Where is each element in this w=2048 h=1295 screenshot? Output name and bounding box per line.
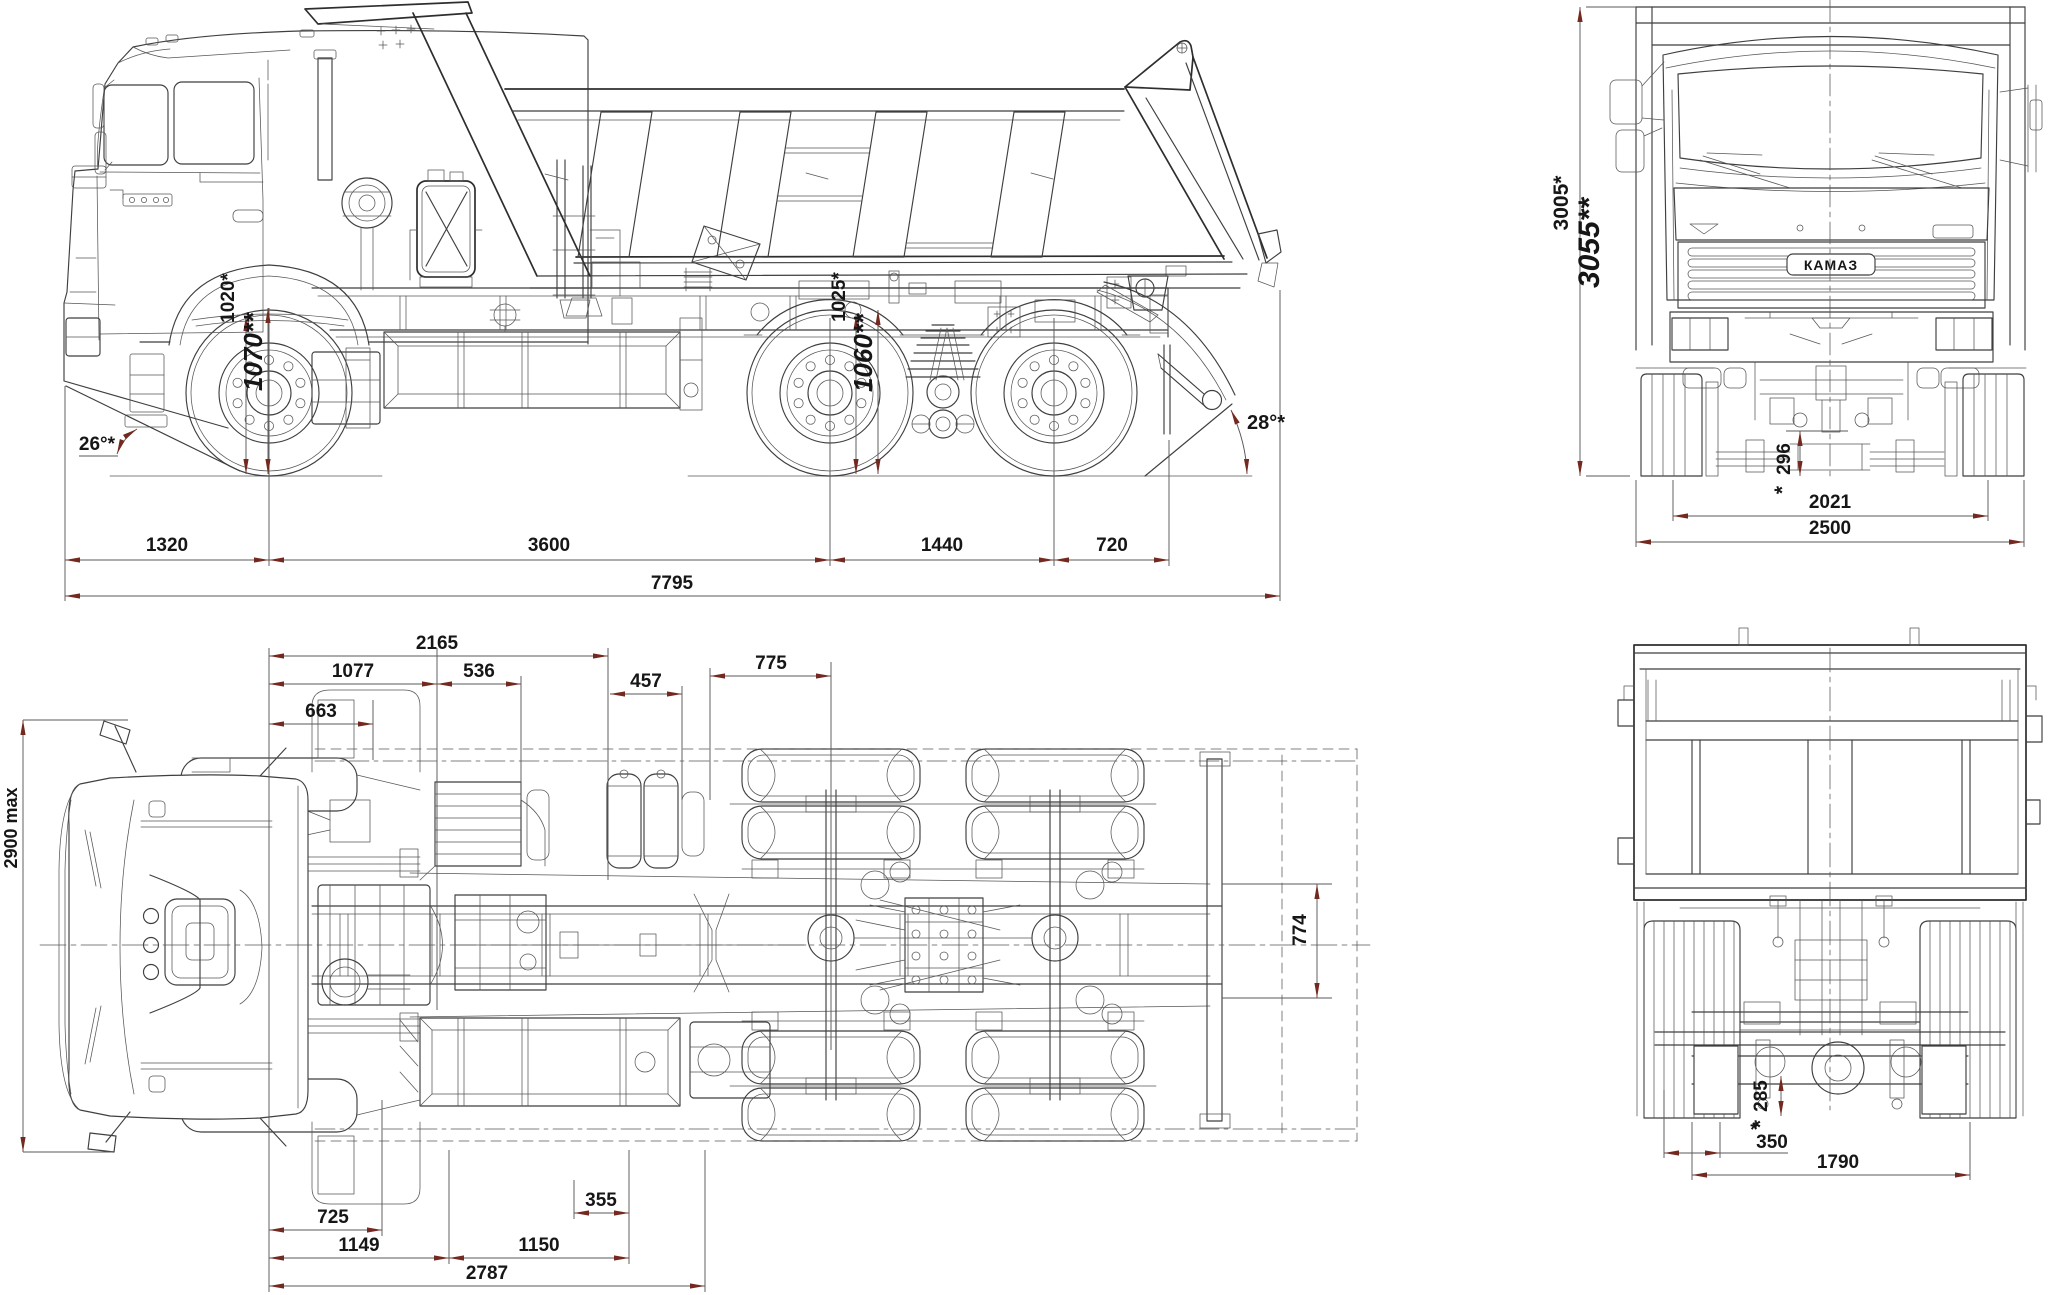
svg-text:1025*: 1025*: [829, 272, 850, 322]
svg-text:*: *: [1750, 1120, 1758, 1141]
svg-text:2500: 2500: [1809, 518, 1851, 539]
svg-text:1060**: 1060**: [848, 312, 878, 392]
svg-text:7795: 7795: [651, 573, 694, 594]
svg-text:1320: 1320: [146, 535, 188, 556]
svg-text:1790: 1790: [1817, 1152, 1859, 1173]
svg-text:3005*: 3005*: [1550, 175, 1573, 231]
svg-text:2021: 2021: [1809, 492, 1852, 513]
svg-text:*: *: [1771, 485, 1794, 494]
svg-text:725: 725: [317, 1207, 349, 1228]
svg-text:28°*: 28°*: [1247, 412, 1285, 434]
svg-text:1440: 1440: [921, 535, 963, 556]
svg-text:457: 457: [630, 671, 662, 692]
svg-text:2165: 2165: [416, 633, 459, 654]
svg-text:663: 663: [305, 701, 337, 722]
svg-text:1077: 1077: [332, 661, 374, 682]
svg-text:720: 720: [1096, 535, 1128, 556]
svg-text:2900 max: 2900 max: [1, 787, 21, 868]
svg-text:2787: 2787: [466, 1263, 508, 1284]
svg-text:*: *: [1749, 1119, 1772, 1128]
svg-text:355: 355: [585, 1190, 617, 1211]
svg-text:1020*: 1020*: [218, 273, 239, 323]
svg-text:1149: 1149: [338, 1235, 379, 1256]
svg-text:774: 774: [1290, 914, 1311, 946]
svg-text:3600: 3600: [528, 535, 570, 556]
svg-text:3055**: 3055**: [1573, 197, 1606, 288]
svg-text:285: 285: [1751, 1080, 1772, 1112]
svg-text:536: 536: [463, 661, 495, 682]
svg-text:296: 296: [1774, 443, 1795, 475]
svg-text:КАМАЗ: КАМАЗ: [1804, 257, 1858, 273]
svg-text:26°*: 26°*: [79, 434, 116, 455]
svg-text:775: 775: [755, 653, 787, 674]
svg-text:350: 350: [1756, 1132, 1788, 1153]
svg-text:1070**: 1070**: [238, 311, 268, 391]
svg-text:1150: 1150: [518, 1235, 559, 1256]
